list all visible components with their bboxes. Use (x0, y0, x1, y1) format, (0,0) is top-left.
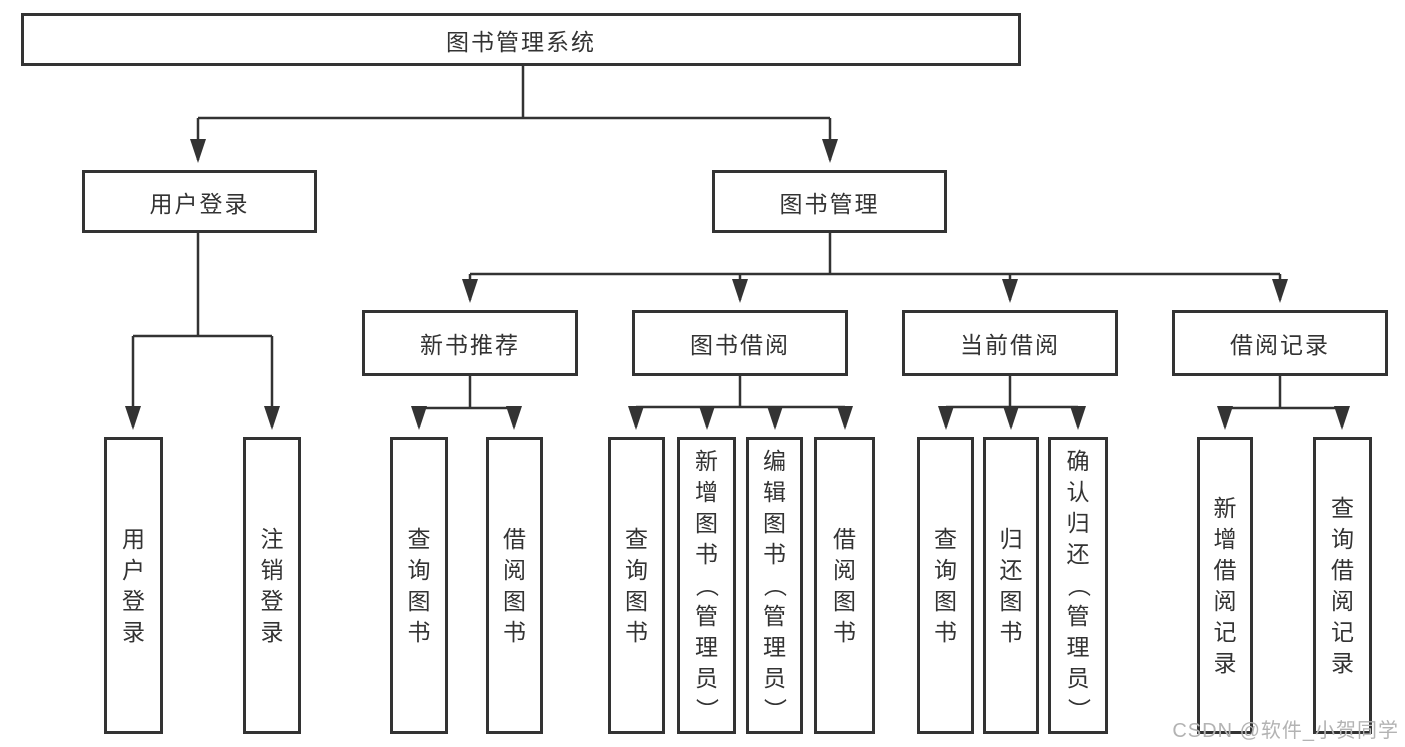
leaf-node-return-books: 归还图书 (983, 437, 1039, 734)
leaf-node-label: 借阅图书 (503, 525, 526, 645)
leaf-node-label: 归还图书 (999, 525, 1023, 645)
leaf-node-query-books-borrow: 查询图书 (608, 437, 665, 734)
level3-node-current-borrowing: 当前借阅 (902, 310, 1118, 376)
connector-user-login-rail (133, 233, 272, 338)
leaf-node-edit-books-admin: 编辑图书（管理员） (746, 437, 803, 734)
connector-root-rail (198, 66, 830, 120)
leaf-node-borrow-books-recommend: 借阅图书 (486, 437, 543, 734)
level3-node-new-book-recommendation: 新书推荐 (362, 310, 578, 376)
level3-node-label: 借阅记录 (1230, 332, 1330, 358)
leaf-node-label: 查询图书 (407, 525, 431, 645)
leaf-node-label: 查询借阅记录 (1331, 494, 1354, 676)
leaf-node-label: 查询图书 (934, 525, 957, 645)
level2-node-label: 图书管理 (779, 190, 880, 217)
level2-node-label: 用户登录 (149, 190, 250, 217)
connector-book-borrow-rail (636, 376, 845, 409)
leaf-node-logout: 注销登录 (243, 437, 301, 734)
leaf-node-label: 注销登录 (260, 525, 284, 645)
leaf-node-label: 确认归还（管理员） (1065, 448, 1092, 721)
level3-node-label: 图书借阅 (690, 332, 790, 358)
level3-node-label: 当前借阅 (960, 332, 1060, 358)
leaf-node-label: 借阅图书 (833, 525, 856, 645)
leaf-node-label: 查询图书 (625, 525, 648, 645)
leaf-node-query-books-recommend: 查询图书 (390, 437, 448, 734)
level2-node-book-management: 图书管理 (712, 170, 947, 233)
root-node-label: 图书管理系统 (446, 28, 596, 55)
connector-book-mgmt-rail (470, 233, 1280, 276)
connector-current-borrow-rail (946, 376, 1078, 409)
csdn-watermark: CSDN @软件_小贺同学 (1172, 720, 1399, 742)
leaf-node-confirm-return-admin: 确认归还（管理员） (1048, 437, 1108, 734)
connector-borrow-records-rail (1225, 376, 1342, 410)
level2-node-user-login: 用户登录 (82, 170, 317, 233)
level3-node-borrowing-records: 借阅记录 (1172, 310, 1388, 376)
leaf-node-label: 新增图书（管理员） (694, 448, 720, 721)
connector-new-book-rail (419, 376, 514, 410)
leaf-node-query-books-current: 查询图书 (917, 437, 974, 734)
leaf-node-borrow-books: 借阅图书 (814, 437, 875, 734)
level3-node-book-borrowing: 图书借阅 (632, 310, 848, 376)
leaf-node-user-login: 用户登录 (104, 437, 163, 734)
leaf-node-add-borrow-record: 新增借阅记录 (1197, 437, 1253, 734)
root-node-library-system: 图书管理系统 (21, 13, 1021, 66)
leaf-node-label: 编辑图书（管理员） (762, 448, 788, 721)
leaf-node-label: 新增借阅记录 (1213, 494, 1237, 676)
leaf-node-label: 用户登录 (122, 525, 145, 645)
leaf-node-add-books-admin: 新增图书（管理员） (677, 437, 736, 734)
level3-node-label: 新书推荐 (420, 332, 520, 358)
leaf-node-query-borrow-record: 查询借阅记录 (1313, 437, 1372, 734)
